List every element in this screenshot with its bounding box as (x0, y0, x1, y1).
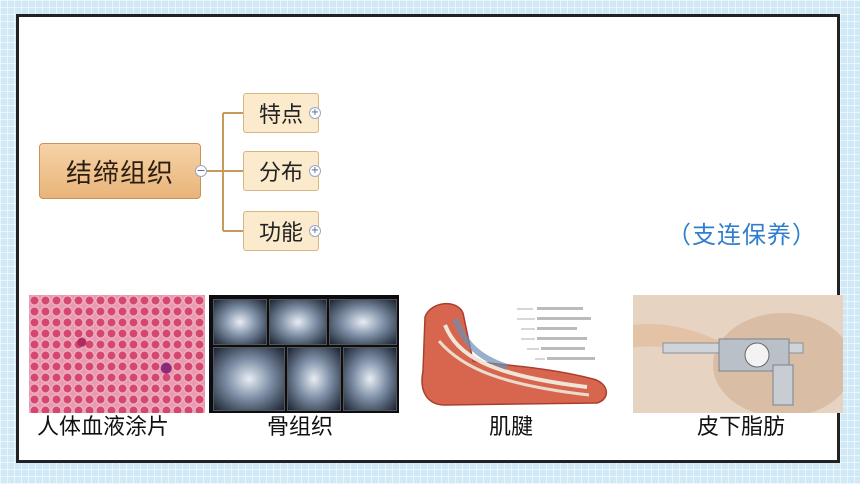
caption-subcutaneous-fat: 皮下脂肪 (697, 415, 786, 440)
caption-bone-tissue: 骨组织 (267, 415, 334, 440)
mindmap-branch-features[interactable]: 特点 (243, 93, 319, 133)
branch-label: 功能 (258, 221, 303, 246)
branch-label: 特点 (258, 103, 303, 128)
expand-icon[interactable]: + (309, 165, 321, 177)
blood-smear-image (29, 295, 205, 413)
slide: 结缔组织 − 特点 + 分布 + 功能 + （支连保养） (16, 14, 843, 463)
mindmap-root-label: 结缔组织 (65, 158, 174, 189)
xray-bones-image (209, 295, 399, 413)
mindmap-branch-distribution[interactable]: 分布 (243, 151, 319, 191)
mindmap-connectors (207, 111, 243, 232)
caption-blood-smear: 人体血液涂片 (37, 415, 170, 440)
expand-icon[interactable]: + (309, 225, 321, 237)
mindmap-branch-function[interactable]: 功能 (243, 211, 319, 251)
foot-illustration (421, 303, 607, 406)
mindmap-root-node[interactable]: 结缔组织 (39, 143, 201, 199)
expand-icon[interactable]: + (309, 107, 321, 119)
branch-label: 分布 (258, 161, 303, 186)
foot-tendon-diagram (417, 295, 617, 413)
caliper-illustration (633, 295, 843, 413)
function-note: （支连保养） (667, 221, 817, 249)
caption-tendon: 肌腱 (489, 415, 534, 440)
collapse-icon[interactable]: − (195, 164, 207, 177)
skinfold-caliper-photo (633, 295, 843, 413)
